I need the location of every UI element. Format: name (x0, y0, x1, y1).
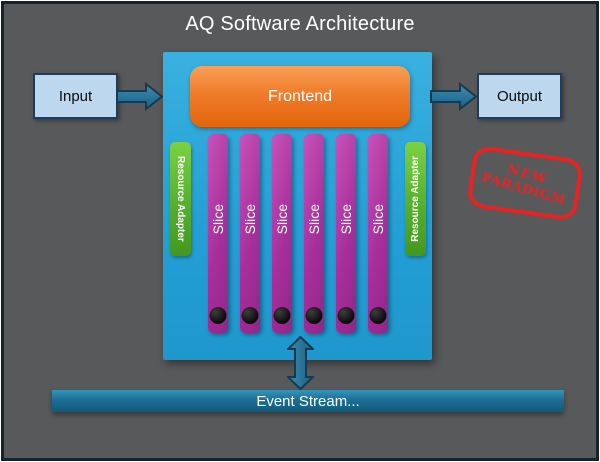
slice-node-3: Slice (272, 134, 292, 333)
main-to-eventstream-double-arrow-icon (287, 336, 314, 390)
frontend-node-label: Frontend (267, 87, 333, 105)
slice-6-dot-icon (369, 307, 387, 324)
slice-4-dot-icon (305, 307, 323, 324)
resource-adapter-left-label: Resource Adapter (175, 156, 186, 242)
slice-node-4: Slice (304, 134, 324, 333)
slice-3-dot-icon (273, 307, 291, 324)
frontend-node: Frontend (190, 66, 410, 127)
resource-adapter-right-label: Resource Adapter (410, 156, 421, 242)
resource-adapter-right-node: Resource Adapter (405, 142, 426, 256)
output-node: Output (477, 73, 562, 119)
slice-1-label: Slice (210, 204, 226, 235)
input-node: Input (33, 73, 118, 119)
slice-node-6: Slice (368, 134, 388, 333)
slice-2-dot-icon (241, 307, 259, 324)
slice-node-2: Slice (240, 134, 260, 333)
input-node-label: Input (58, 87, 93, 105)
input-to-main-arrow-icon (116, 82, 164, 111)
slice-node-5: Slice (336, 134, 356, 333)
slice-6-label: Slice (370, 204, 386, 235)
event-stream-label: Event Stream... (256, 392, 360, 410)
slice-2-label: Slice (242, 204, 258, 235)
page-title: AQ Software Architecture (185, 13, 415, 35)
slice-1-dot-icon (209, 307, 227, 324)
new-paradigm-stamp-text: NEW PARADIGM (479, 157, 571, 210)
slice-5-dot-icon (337, 307, 355, 324)
slice-node-1: Slice (208, 134, 228, 333)
slice-4-label: Slice (306, 204, 322, 235)
slice-5-label: Slice (338, 204, 354, 235)
output-node-label: Output (496, 87, 543, 105)
event-stream-bar: Event Stream... (52, 390, 564, 412)
resource-adapter-left-node: Resource Adapter (170, 142, 191, 256)
slice-3-label: Slice (274, 204, 290, 235)
main-to-output-arrow-icon (430, 82, 478, 111)
